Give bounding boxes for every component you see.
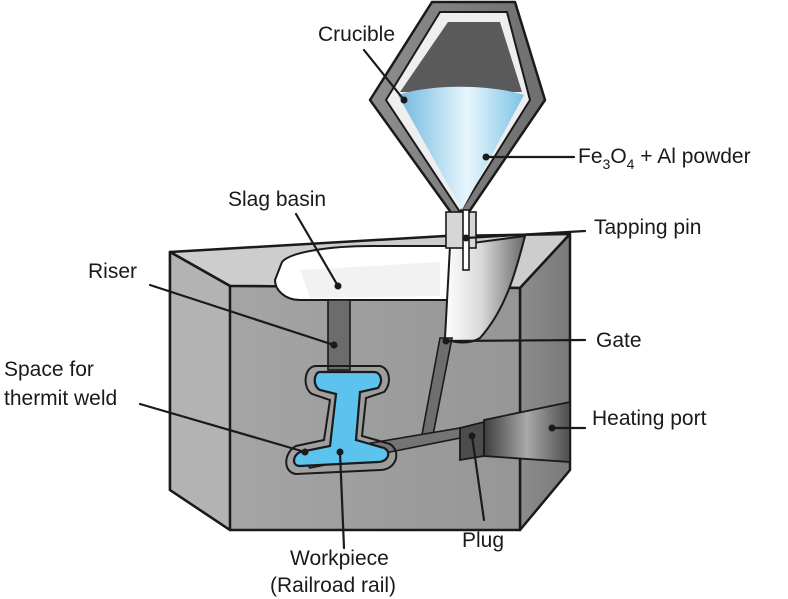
label-powder: Fe3O4 + Al powder	[578, 145, 751, 172]
leader-plug	[470, 434, 486, 522]
heating-port	[483, 400, 571, 463]
label-space-line2: thermit weld	[4, 387, 117, 410]
leader-dot-powder	[482, 153, 490, 161]
label-plug: Plug	[462, 529, 504, 552]
leader-dot-gate	[442, 337, 450, 345]
label-powder-sub4: 4	[627, 156, 635, 172]
leader-dot-crucible	[400, 96, 408, 104]
slag-basin-inner	[300, 262, 440, 298]
label-powder-suffix: + Al powder	[634, 145, 750, 168]
leader-dot-plug	[468, 432, 476, 440]
leader-workpiece	[338, 450, 346, 550]
labels: Crucible Fe3O4 + Al powder Tapping pin S…	[4, 23, 751, 597]
label-workpiece-line1: Workpiece	[290, 547, 389, 570]
rail-outline-shadow	[285, 365, 398, 476]
label-powder-fe: Fe	[578, 145, 603, 168]
leader-dot-slag	[334, 282, 342, 290]
leader-tapping-pin	[464, 229, 587, 240]
rail-workpiece	[292, 370, 390, 468]
mold-side-face	[518, 232, 572, 532]
leader-dot-workpiece	[336, 448, 344, 456]
leader-lines	[138, 48, 587, 550]
label-space-line1: Space for	[4, 358, 94, 381]
leader-dot-tapping-pin	[462, 234, 470, 242]
label-heating-port: Heating port	[592, 407, 707, 430]
crucible-outlet	[445, 211, 477, 249]
label-tapping-pin: Tapping pin	[594, 216, 701, 239]
leader-space	[138, 402, 307, 454]
leader-dot-heating-port	[548, 424, 556, 432]
leader-riser	[148, 283, 336, 347]
leader-slag	[294, 212, 340, 288]
label-riser: Riser	[88, 260, 137, 283]
leader-dot-space	[301, 448, 309, 456]
mold-left-face	[168, 250, 232, 532]
crucible	[368, 0, 547, 249]
riser-channel	[327, 299, 351, 371]
label-slag-basin: Slag basin	[228, 188, 326, 211]
crucible-cavity	[400, 22, 522, 92]
leader-gate	[444, 338, 587, 343]
label-workpiece-line2: (Railroad rail)	[270, 574, 396, 597]
label-gate: Gate	[596, 329, 642, 352]
label-powder-sub3: 3	[603, 156, 611, 172]
label-powder-o: O	[610, 145, 626, 168]
leader-dot-riser	[330, 341, 338, 349]
label-crucible: Crucible	[318, 23, 395, 46]
leader-crucible	[362, 48, 406, 102]
powder-cone	[398, 86, 524, 210]
